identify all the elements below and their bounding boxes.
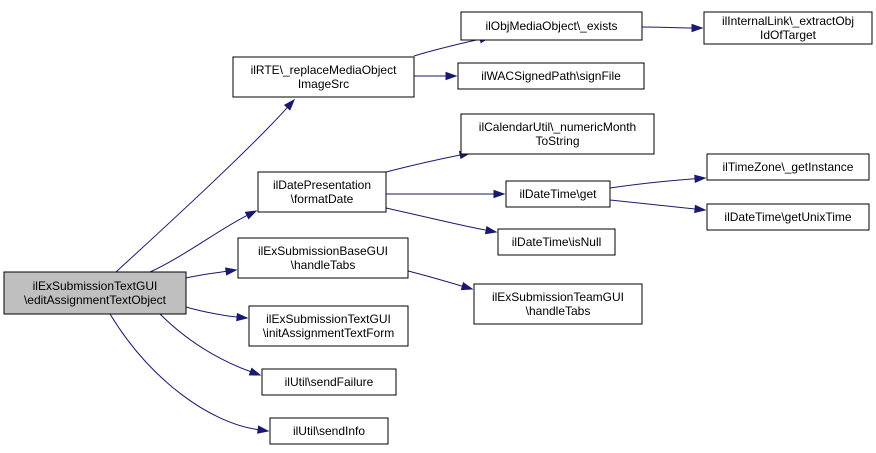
nodes: ilExSubmissionTextGUI\editAssignmentText…	[3, 11, 873, 445]
node-box	[3, 271, 187, 315]
node-label-line: ilDatePresentation	[273, 178, 371, 192]
edge-basegui-to-teamgui	[407, 270, 474, 291]
node-label-line: ilInternalLink\_extractObj	[722, 14, 854, 28]
edge-root-to-basegui	[185, 267, 238, 279]
node-label-line: \editAssignmentTextObject	[24, 293, 167, 307]
arrowhead-icon	[460, 282, 474, 291]
node-box	[269, 417, 389, 445]
node-label-line: ilWACSignedPath\signFile	[481, 69, 621, 83]
node-box	[460, 11, 643, 41]
node-box	[706, 153, 870, 181]
node-label-line: ilRTE\_replaceMediaObject	[251, 63, 398, 77]
node-teamgui[interactable]: ilExSubmissionTeamGUI\handleTabs	[473, 283, 643, 325]
edge-line	[385, 154, 461, 173]
node-datetimeget[interactable]: ilDateTime\get	[505, 180, 611, 208]
arrowhead-icon	[248, 367, 262, 376]
arrowhead-icon	[257, 425, 270, 434]
edge-root-to-sendinfo	[109, 313, 270, 434]
arrowhead-icon	[694, 174, 707, 183]
node-label-line: ilCalendarUtil\_numericMonth	[479, 120, 636, 134]
node-label-line: ilUtil\sendInfo	[293, 424, 365, 438]
edge-line	[185, 306, 238, 318]
edge-line	[407, 270, 463, 287]
node-box	[257, 171, 387, 213]
node-label-line: \handleTabs	[291, 258, 356, 272]
arrowhead-icon	[493, 189, 506, 199]
node-box	[237, 237, 409, 279]
arrowhead-icon	[691, 23, 704, 33]
arrowhead-icon	[484, 225, 498, 235]
edge-line	[185, 270, 227, 279]
node-sendfailure[interactable]: ilUtil\sendFailure	[261, 368, 397, 396]
node-label-line: IdOfTarget	[760, 28, 817, 42]
node-label-line: ilTimeZone\_getInstance	[723, 160, 854, 174]
edge-datetimeget-to-timezone	[609, 174, 707, 189]
node-timezone[interactable]: ilTimeZone\_getInstance	[706, 153, 870, 181]
node-box	[473, 283, 643, 325]
node-label-line: ilObjMediaObject\_exists	[485, 19, 617, 33]
node-label-line: ToString	[535, 134, 579, 148]
edge-line	[149, 215, 248, 273]
node-label-line: ilExSubmissionTeamGUI	[492, 290, 624, 304]
node-box	[505, 180, 611, 208]
arrowhead-icon	[445, 71, 458, 81]
edges	[109, 23, 707, 434]
node-unixtime[interactable]: ilDateTime\getUnixTime	[706, 203, 870, 231]
node-box	[703, 11, 873, 45]
arrowhead-icon	[283, 98, 296, 111]
edge-line	[413, 38, 481, 57]
node-label-line: \formatDate	[291, 192, 354, 206]
node-box	[248, 305, 409, 347]
edge-root-to-sendfailure	[159, 313, 262, 376]
edge-line	[159, 313, 251, 373]
node-sendinfo[interactable]: ilUtil\sendInfo	[269, 417, 389, 445]
edge-line	[609, 178, 696, 189]
node-box	[497, 228, 616, 256]
node-box	[457, 62, 645, 90]
node-box	[232, 56, 415, 98]
node-label-line: ilUtil\sendFailure	[285, 375, 374, 389]
node-initform[interactable]: ilExSubmissionTextGUI\initAssignmentText…	[248, 305, 409, 347]
edge-line	[109, 313, 259, 431]
node-label-line: \handleTabs	[526, 304, 591, 318]
node-label-line: ilExSubmissionTextGUI	[266, 312, 391, 326]
arrowhead-icon	[244, 210, 258, 220]
arrowhead-icon	[236, 312, 249, 322]
edge-root-to-rte	[115, 98, 296, 273]
edge-objmedia-to-internallink	[641, 23, 704, 33]
edge-datepres-to-isnull	[385, 207, 498, 235]
edge-line	[641, 26, 693, 29]
edge-line	[609, 199, 696, 210]
node-objmedia[interactable]: ilObjMediaObject\_exists	[460, 11, 643, 41]
edge-datepres-to-datetimeget	[385, 189, 506, 199]
edge-line	[115, 107, 288, 273]
node-label-line: ImageSrc	[298, 77, 349, 91]
node-label-line: ilDateTime\get	[520, 187, 598, 201]
node-wac[interactable]: ilWACSignedPath\signFile	[457, 62, 645, 90]
edge-rte-to-wac	[413, 71, 458, 81]
node-root[interactable]: ilExSubmissionTextGUI\editAssignmentText…	[3, 271, 187, 315]
node-datepres[interactable]: ilDatePresentation\formatDate	[257, 171, 387, 213]
arrowhead-icon	[694, 204, 707, 214]
node-box	[706, 203, 870, 231]
node-label-line: ilDateTime\isNull	[512, 235, 602, 249]
node-isnull[interactable]: ilDateTime\isNull	[497, 228, 616, 256]
edge-root-to-initform	[185, 306, 249, 322]
arrowhead-icon	[225, 267, 238, 276]
node-label-line: ilExSubmissionTextGUI	[33, 279, 158, 293]
node-box	[261, 368, 397, 396]
edge-line	[385, 207, 487, 231]
node-label-line: ilExSubmissionBaseGUI	[258, 244, 388, 258]
node-label-line: \initAssignmentTextForm	[263, 326, 394, 340]
node-box	[460, 113, 655, 155]
edge-datepres-to-calendar	[385, 150, 472, 173]
node-basegui[interactable]: ilExSubmissionBaseGUI\handleTabs	[237, 237, 409, 279]
edge-root-to-datepres	[149, 210, 258, 273]
edge-datetimeget-to-unixtime	[609, 199, 707, 214]
node-label-line: ilDateTime\getUnixTime	[724, 210, 851, 224]
